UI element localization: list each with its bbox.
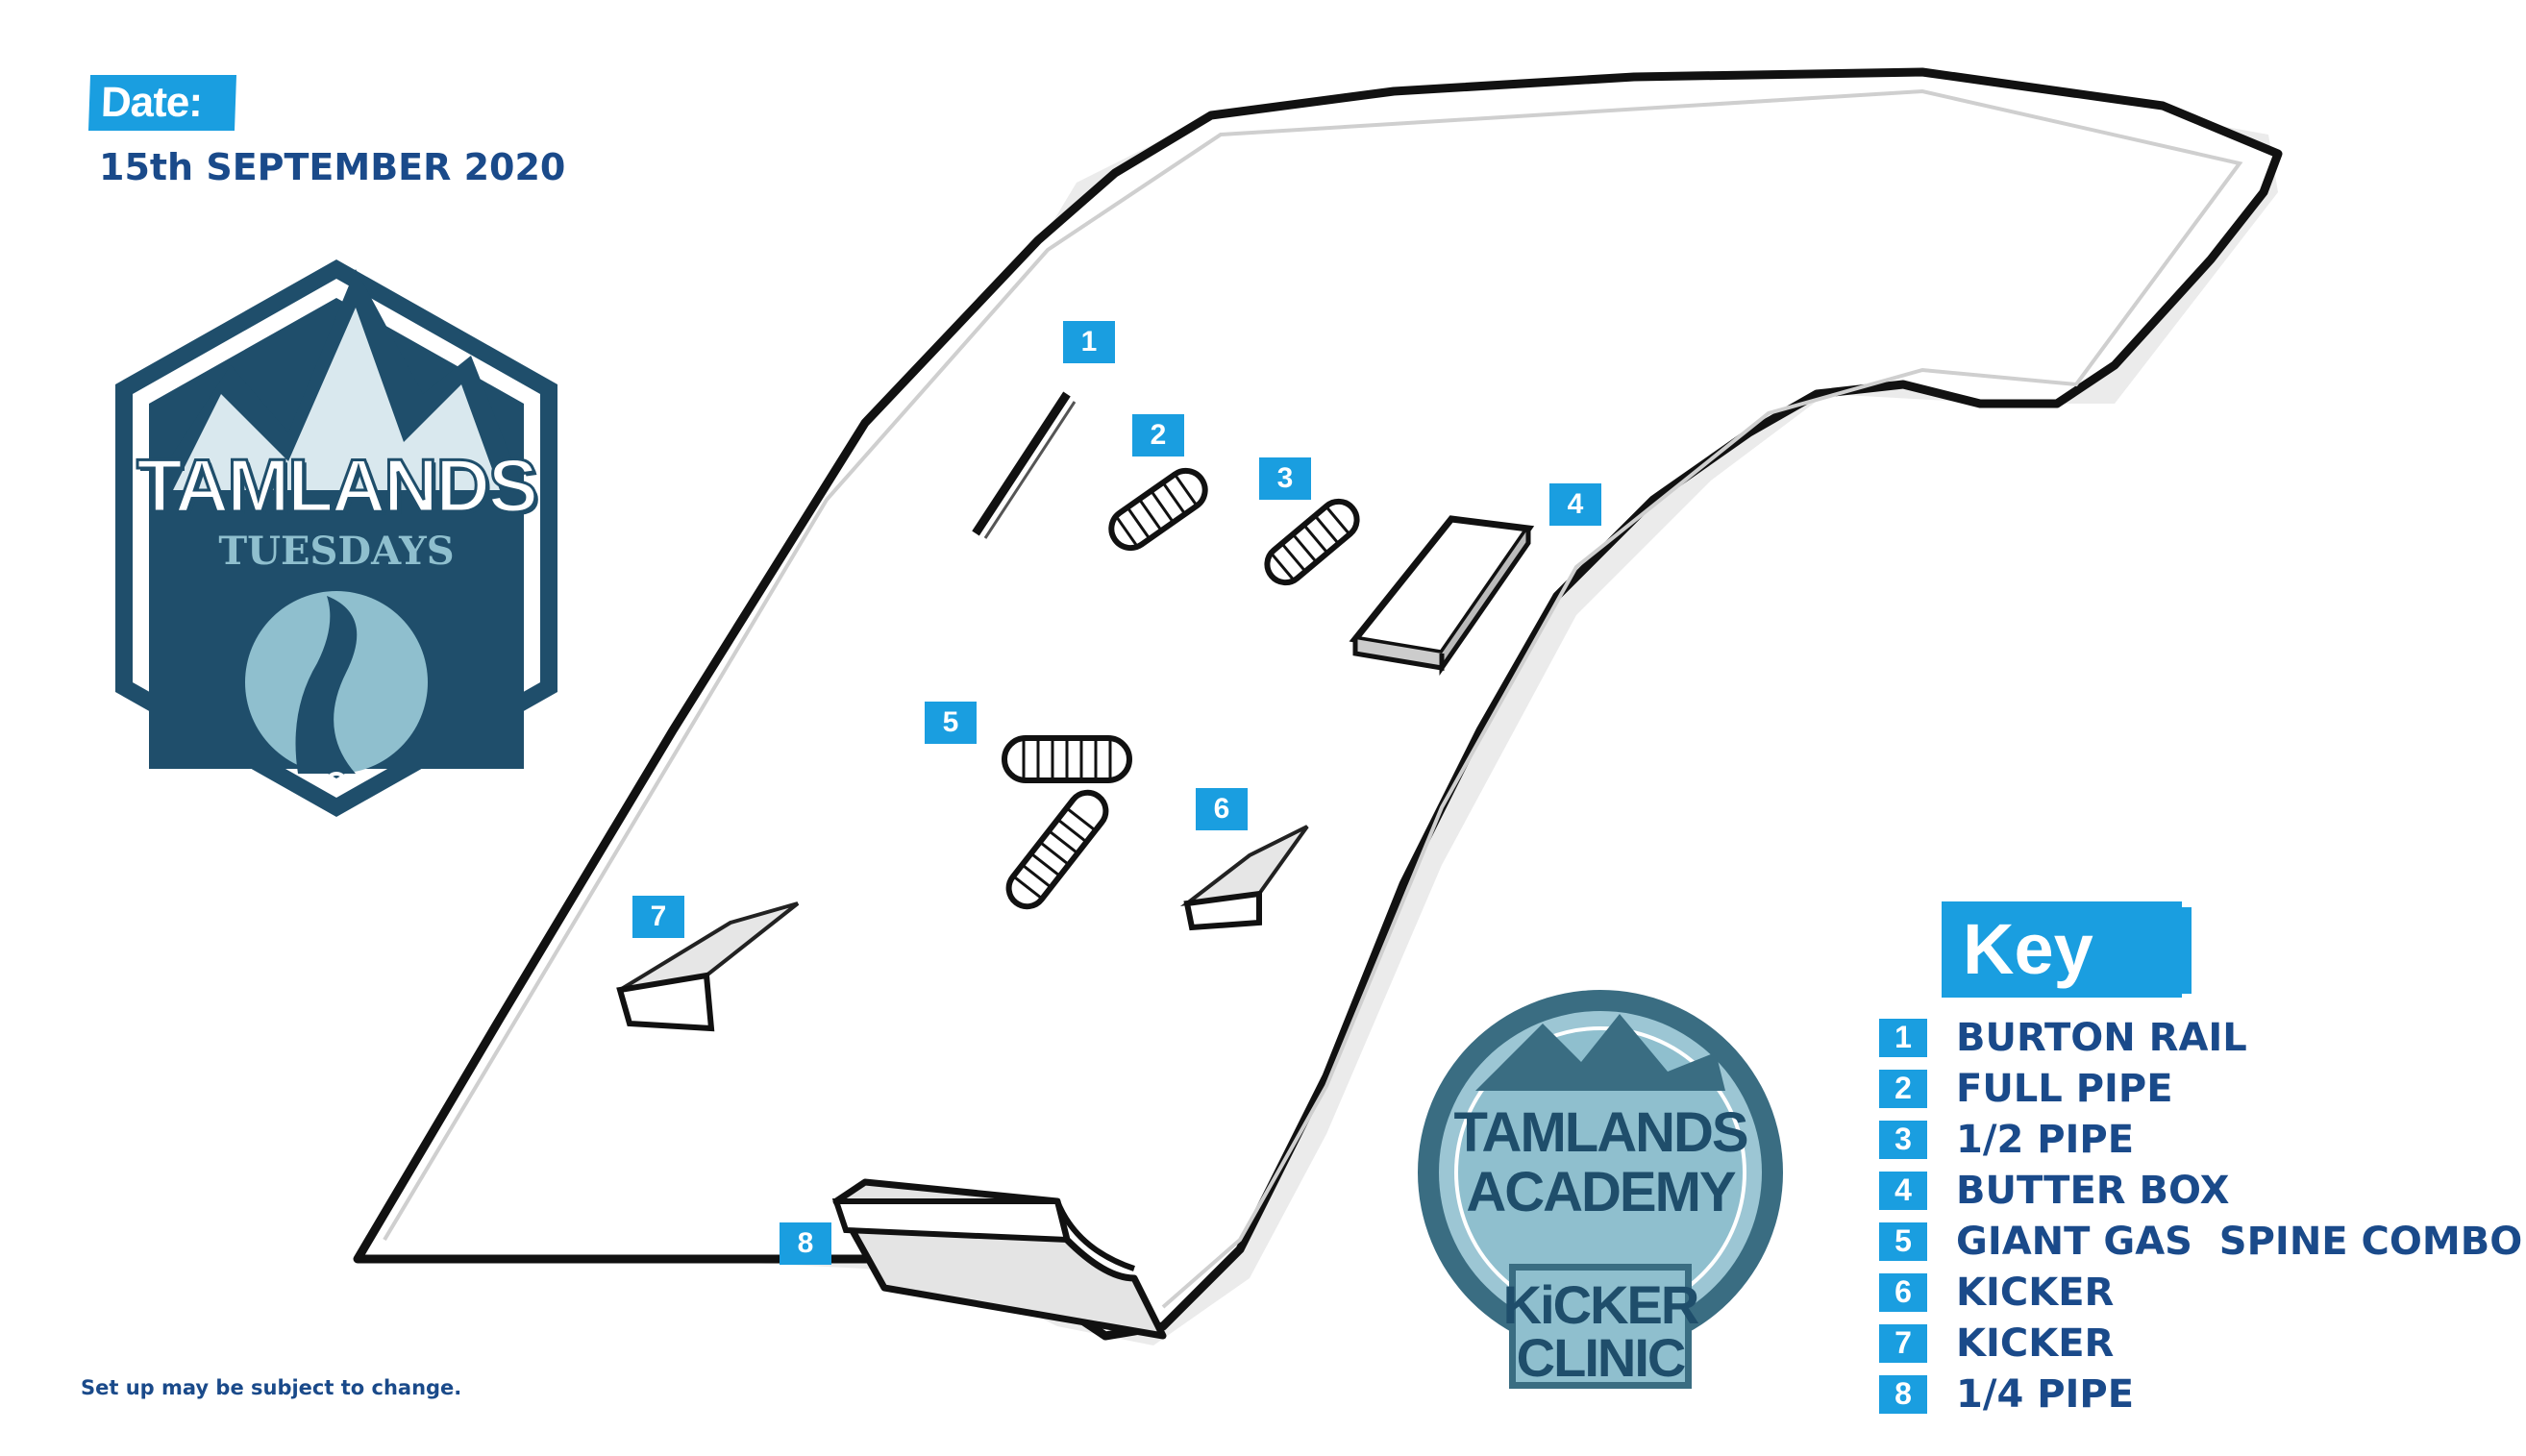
key-item-label: KICKER: [1956, 1270, 2115, 1315]
academy-logo-line4: CLINIC: [1516, 1327, 1687, 1388]
map-marker-1: 1: [1063, 321, 1115, 363]
feature-gas-spine-combo: [1002, 735, 1132, 910]
academy-logo-line3: KiCKER: [1502, 1274, 1700, 1335]
academy-kicker-clinic-logo: TAMLANDS ACADEMY KiCKER CLINIC: [1418, 956, 1783, 1408]
key-item-number: 7: [1879, 1323, 1927, 1363]
map-marker-2: 2: [1132, 414, 1184, 457]
feature-kicker-7: [616, 901, 800, 1032]
key-item: 8 1/4 PIPE: [1879, 1369, 2526, 1419]
map-marker-5: 5: [925, 702, 977, 744]
key-item-label: BURTON RAIL: [1956, 1015, 2247, 1060]
key-item-label: 1/4 PIPE: [1956, 1371, 2135, 1417]
key-item: 7 KICKER: [1879, 1318, 2526, 1369]
key-item-label: 1/2 PIPE: [1956, 1117, 2135, 1162]
tuesdays-logo-line1: TAMLANDS: [136, 442, 540, 530]
feature-half-pipe: [1264, 498, 1360, 586]
academy-logo-line2: ACADEMY: [1466, 1161, 1736, 1223]
map-marker-3: 3: [1259, 457, 1311, 500]
tuesdays-badge-icon: [115, 259, 557, 817]
feature-butter-box: [1349, 515, 1535, 677]
slope-edge-shading: [383, 88, 2243, 1309]
feature-burton-rail: [972, 391, 1077, 539]
disclaimer: Set up may be subject to change.: [81, 1376, 462, 1399]
key-item: 1 BURTON RAIL: [1879, 1012, 2526, 1063]
key-item: 4 BUTTER BOX: [1879, 1165, 2526, 1216]
key-title: Key: [1942, 901, 2182, 998]
feature-kicker-6: [1179, 825, 1309, 931]
tamlands-tuesdays-logo: TAMLANDS TUESDAYS: [96, 250, 577, 827]
key-item: 6 KICKER: [1879, 1267, 2526, 1318]
key-item: 5 GIANT GAS SPINE COMBO: [1879, 1216, 2526, 1267]
key-item-number: 1: [1879, 1018, 1927, 1057]
key-item: 3 1/2 PIPE: [1879, 1114, 2526, 1165]
key-item: 2 FULL PIPE: [1879, 1063, 2526, 1114]
key-list: 1 BURTON RAIL 2 FULL PIPE 3 1/2 PIPE 4 BUTTE…: [1879, 1012, 2526, 1419]
key-item-number: 6: [1879, 1272, 1927, 1312]
key-item-number: 4: [1879, 1171, 1927, 1210]
date-value: 15th SEPTEMBER 2020: [99, 146, 566, 188]
key-item-number: 8: [1879, 1374, 1927, 1414]
key-item-number: 3: [1879, 1120, 1927, 1159]
feature-quarter-pipe: [831, 1178, 1167, 1340]
academy-seal-icon: [1418, 990, 1783, 1389]
key-item-label: GIANT GAS SPINE COMBO: [1956, 1219, 2523, 1264]
academy-logo-line1: TAMLANDS: [1453, 1101, 1748, 1164]
feature-full-pipe: [1108, 467, 1208, 552]
map-marker-4: 4: [1549, 483, 1601, 526]
key-item-number: 5: [1879, 1222, 1927, 1261]
key-item-number: 2: [1879, 1069, 1927, 1108]
tuesdays-logo-line2: TUESDAYS: [218, 529, 455, 574]
map-marker-8: 8: [780, 1222, 831, 1265]
map-marker-6: 6: [1196, 788, 1248, 830]
key-item-label: KICKER: [1956, 1320, 2115, 1366]
map-marker-7: 7: [632, 896, 684, 938]
key-item-label: BUTTER BOX: [1956, 1168, 2230, 1213]
key-item-label: FULL PIPE: [1956, 1066, 2173, 1111]
